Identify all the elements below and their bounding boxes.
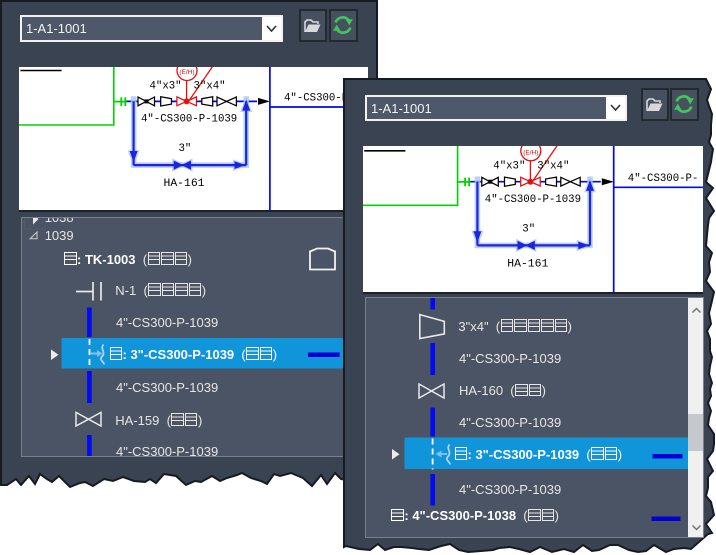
svg-text:HA-161: HA-161 <box>164 178 205 190</box>
svg-text:3"x4": 3"x4" <box>194 80 226 92</box>
svg-text:4"-CS300-P-: 4"-CS300-P- <box>284 93 355 105</box>
svg-text:3": 3" <box>179 143 192 155</box>
svg-text:4"-CS300-P-1039: 4"-CS300-P-1039 <box>141 114 237 126</box>
svg-text:(E/H): (E/H) <box>179 69 194 76</box>
svg-text:4"x3": 4"x3" <box>150 80 182 92</box>
